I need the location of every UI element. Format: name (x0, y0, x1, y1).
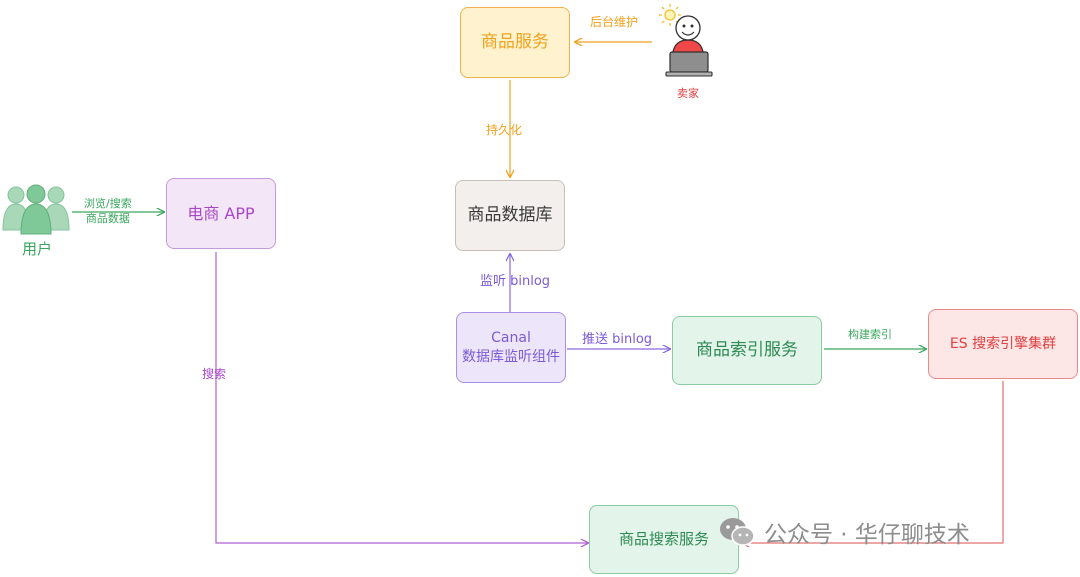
edge-label-search: 搜索 (202, 367, 227, 381)
edge-label-browse: 浏览/搜索 商品数据 (84, 197, 132, 227)
app-label: 电商 APP (187, 203, 255, 223)
users-group-icon (2, 184, 70, 235)
wechat-icon (720, 518, 755, 546)
edge-search (215, 252, 588, 543)
canal-label-line1: Canal (491, 329, 531, 346)
es-cluster-box: ES 搜索引擎集群 (928, 309, 1078, 379)
product-db-label: 商品数据库 (467, 205, 553, 226)
users-label: 用户 (22, 240, 53, 258)
edge-label-browse-line2: 商品数据 (85, 211, 130, 225)
edge-label-listen-binlog: 监听 binlog (480, 274, 551, 289)
canal-box: Canal 数据库监听组件 (456, 312, 566, 383)
es-cluster-label: ES 搜索引擎集群 (949, 335, 1057, 352)
app-box: 电商 APP (166, 178, 276, 249)
product-db-box: 商品数据库 (455, 180, 565, 251)
edge-label-browse-line1: 浏览/搜索 (84, 197, 132, 210)
edge-label-persist: 持久化 (486, 123, 523, 137)
search-service-label: 商品搜索服务 (618, 530, 709, 549)
search-service-box: 商品搜索服务 (589, 505, 739, 574)
seller-label: 卖家 (677, 87, 699, 100)
index-service-box: 商品索引服务 (672, 316, 822, 385)
canal-label-line2: 数据库监听组件 (462, 348, 560, 365)
edge-label-build-index: 构建索引 (848, 328, 892, 341)
product-service-box: 商品服务 (460, 7, 570, 78)
watermark: 公众号 · 华仔聊技术 (718, 515, 970, 549)
edge-label-push-binlog: 推送 binlog (582, 332, 653, 347)
edge-es-to-search-service (742, 381, 1004, 543)
product-service-label: 商品服务 (481, 32, 549, 53)
seller-icon (659, 4, 713, 77)
index-service-label: 商品索引服务 (696, 340, 798, 361)
edge-label-backend-maintain: 后台维护 (590, 15, 639, 29)
watermark-text: 公众号 · 华仔聊技术 (764, 522, 970, 548)
